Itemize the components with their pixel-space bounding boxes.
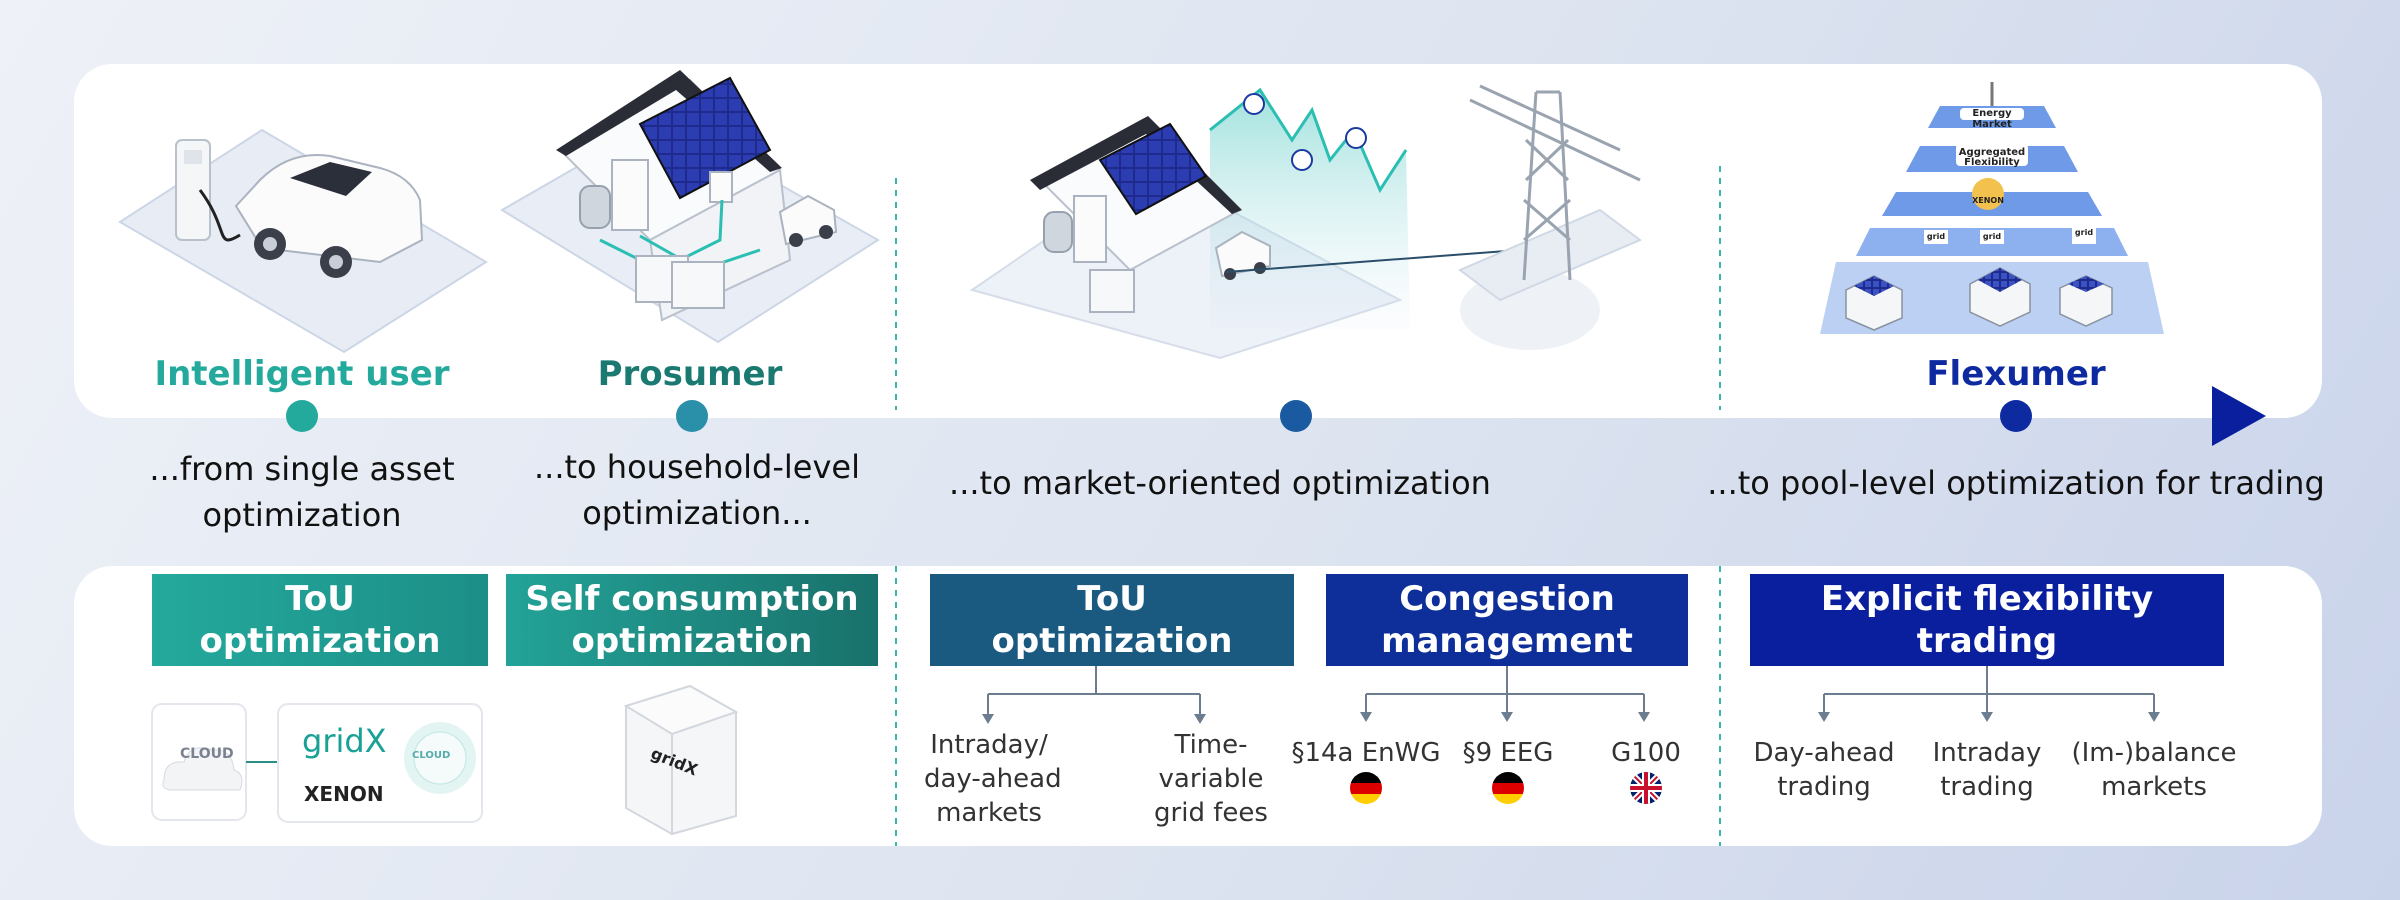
stage-separators [895,166,1721,846]
category-box-bg-5 [1750,574,2224,666]
timeline-node-flexumer [2000,400,2032,432]
timeline-node-prosumer [676,400,708,432]
market-grid-illustration [969,84,1642,360]
germany-flag-icon [1350,772,1382,804]
gridx-logo: gridX [302,722,387,760]
branch-9-eeg: §9 EEG [1462,738,1554,768]
stage-title-prosumer: Prosumer [597,354,783,394]
stage-title-intelligent-user: Intelligent user [154,354,450,394]
category-box-bg-1 [152,574,488,666]
cloud-card [151,703,247,821]
gridx-device [623,684,739,836]
pyramid-energy-market-label: Energy Market [1972,108,2012,130]
pyramid-grid-label-3: grid [2074,228,2094,237]
gridx-xenon-card [277,703,483,823]
germany-flag-icon [1492,772,1524,804]
cloud-label-small: CLOUD [412,750,451,761]
stage-description-4: ...to pool-level optimization for tradin… [1707,464,2325,502]
category-box-bg-2 [506,574,878,666]
branch-g100: G100 [1611,738,1681,768]
pyramid-aggregated-flexibility-label: Aggregated Flexibility [1958,147,2026,168]
branch-14a-enwg: §14a EnWG [1291,738,1441,768]
timeline [152,386,2266,446]
pyramid-grid-label-2: grid [1982,232,2002,241]
branch-connectors [987,666,2155,718]
pyramid-xenon-label: XENON [1972,196,2004,205]
category-explicit-flexibility-trading: Explicit flexibility trading [1820,579,2154,661]
timeline-node-intelligent-user [286,400,318,432]
category-box-bg-3 [930,574,1294,666]
stage-title-flexumer: Flexumer [1926,354,2106,394]
category-box-bg-4 [1326,574,1688,666]
uk-flag-icon [1630,772,1662,804]
ev-charging-illustration [118,128,488,354]
flexibility-pyramid-illustration [1820,82,2164,334]
prosumer-house-illustration [500,70,880,344]
pyramid-grid-label-1: grid [1926,232,1946,241]
xenon-label: XENON [304,782,384,806]
stage-description-3: ...to market-oriented optimization [949,464,1491,502]
timeline-node-market [1280,400,1312,432]
cloud-label: CLOUD [180,746,234,762]
timeline-arrow-icon [2212,386,2266,446]
